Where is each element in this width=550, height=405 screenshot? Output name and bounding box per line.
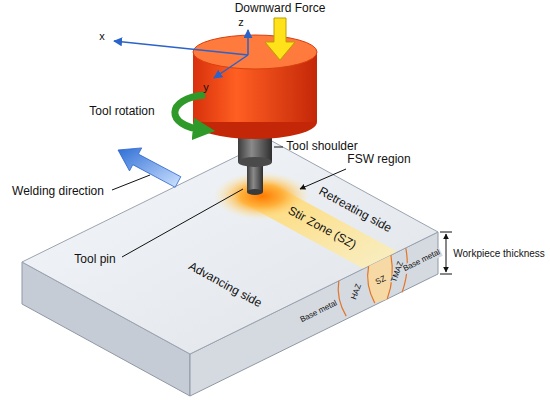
tool-pin-tip	[247, 189, 263, 195]
zone-label: Base metal	[298, 299, 340, 325]
part-label: Tool shoulder	[286, 140, 357, 153]
force-arrow	[265, 18, 295, 60]
axes	[114, 30, 248, 78]
part-label: Tool rotation	[89, 105, 154, 118]
workpiece	[22, 140, 438, 396]
side-label: Advancing side	[186, 260, 264, 311]
rotation-arrow	[175, 95, 205, 130]
direction-label: Welding direction	[12, 185, 104, 198]
force-label: Downward Force	[235, 2, 326, 15]
axis-label: y	[203, 81, 209, 93]
top-face	[22, 140, 438, 354]
zone-label: HAZ	[350, 282, 364, 302]
welding-direction-arrow	[118, 148, 181, 187]
fsw-tool	[193, 35, 317, 195]
dimension-label: Workpiece thickness	[453, 248, 545, 259]
tool-shoulder-face	[238, 157, 272, 167]
axis-label: x	[99, 30, 105, 42]
part-label: Tool pin	[74, 253, 115, 266]
tool-body-top	[193, 35, 317, 69]
zone-label: Base metal	[401, 248, 443, 274]
axis-label: z	[238, 16, 244, 28]
region-label: FSW region	[347, 153, 410, 166]
leader-lines	[112, 147, 346, 257]
zone-label: SZ	[374, 274, 389, 287]
